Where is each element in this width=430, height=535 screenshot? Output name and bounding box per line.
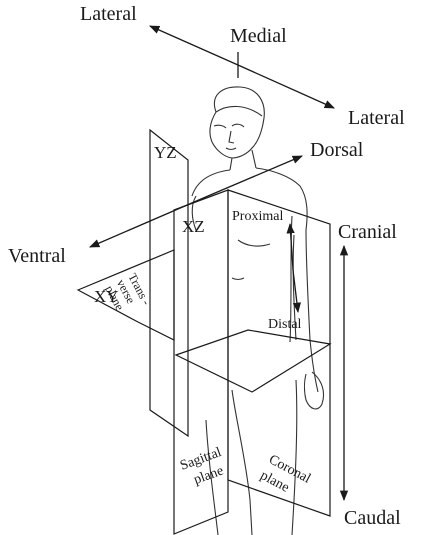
coronal-plane-label: Coronal plane <box>258 452 313 495</box>
transverse-plane-label: Trans - verse plane <box>102 271 153 313</box>
lateral-medial-axis <box>149 25 335 109</box>
proximal-label: Proximal <box>232 209 283 224</box>
xz-plane-label: XZ <box>182 217 205 236</box>
lateral-left-label: Lateral <box>80 3 137 25</box>
coronal-plane <box>227 189 331 517</box>
yz-plane-label: YZ <box>154 143 177 162</box>
lateral-right-label: Lateral <box>348 107 405 129</box>
proximal-distal-axis <box>286 222 302 314</box>
caudal-label: Caudal <box>344 507 401 529</box>
dorsal-ventral-axis <box>89 155 303 248</box>
sagittal-plane-label: Sagittal plane <box>178 445 225 488</box>
transverse-plane-hips <box>174 329 332 393</box>
human-figure <box>191 86 325 535</box>
sagittal-plane-yz <box>149 128 189 438</box>
xy-plane-label: XY <box>94 287 119 306</box>
ventral-label: Ventral <box>8 245 66 267</box>
distal-label: Distal <box>268 317 302 332</box>
cranial-label: Cranial <box>338 221 397 243</box>
sagittal-plane-xz <box>173 189 229 535</box>
medial-label: Medial <box>230 25 287 47</box>
dorsal-label: Dorsal <box>310 139 364 161</box>
